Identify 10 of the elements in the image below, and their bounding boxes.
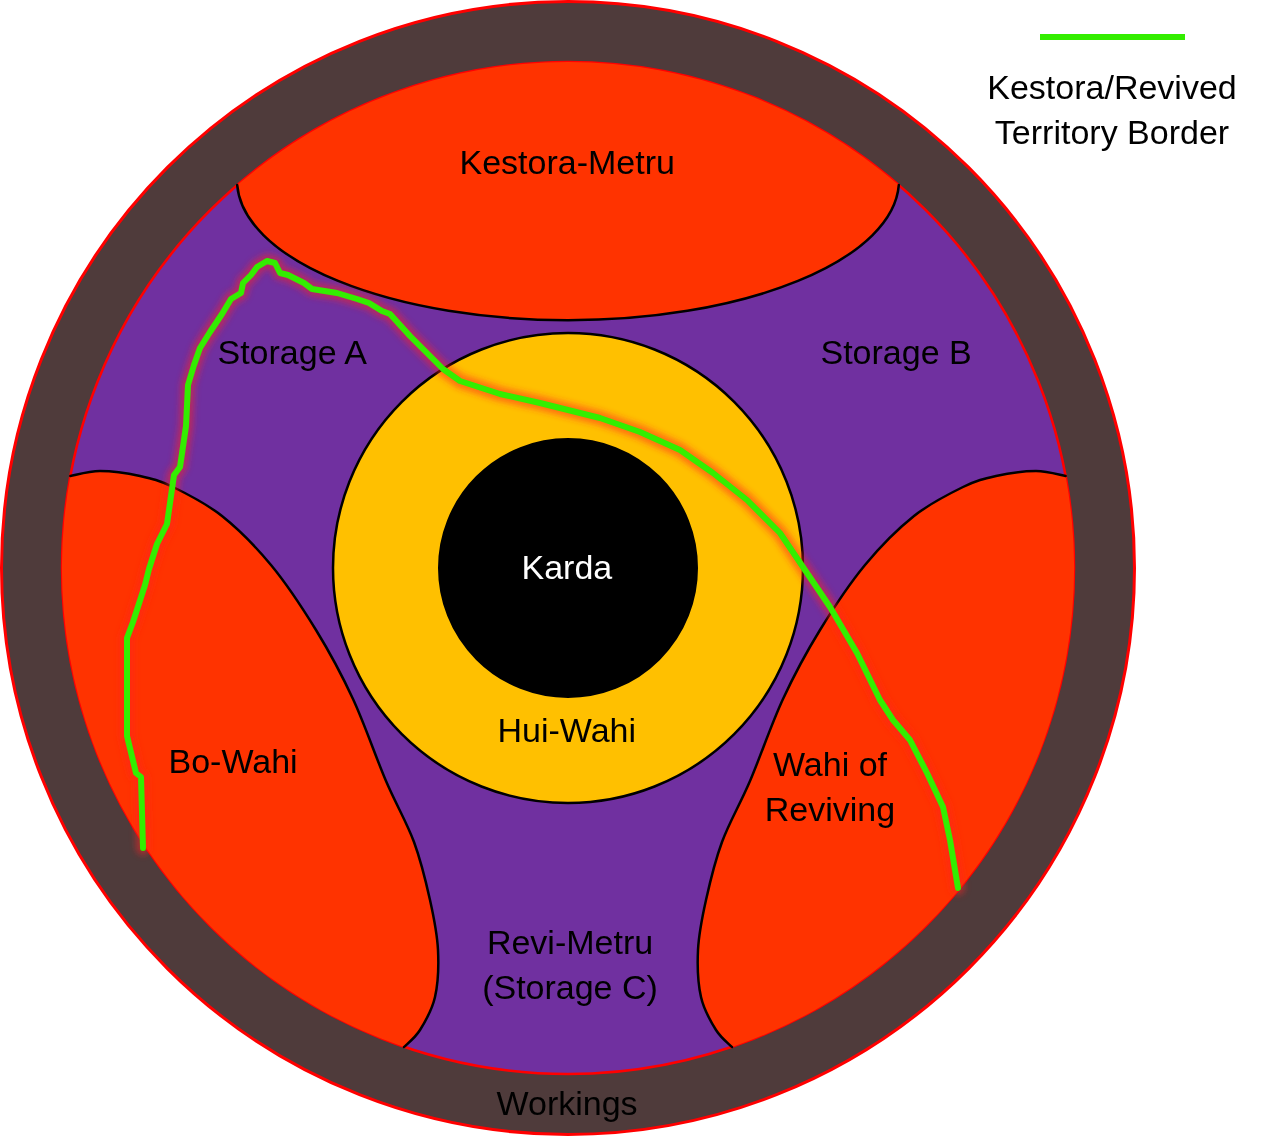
region-label: Workings: [496, 1082, 638, 1124]
region-label: Karda: [521, 546, 613, 588]
region-label: Storage B: [820, 331, 972, 373]
region-label: Storage A: [217, 331, 367, 373]
legend-label: Kestora/Revived Territory Border: [986, 67, 1238, 153]
region-label: Kestora-Metru: [459, 141, 675, 183]
region-label: Hui-Wahi: [497, 709, 637, 751]
region-label: Wahi of Reviving: [764, 744, 896, 830]
region-label: Bo-Wahi: [168, 740, 298, 782]
region-label: Revi-Metru (Storage C): [481, 922, 659, 1008]
